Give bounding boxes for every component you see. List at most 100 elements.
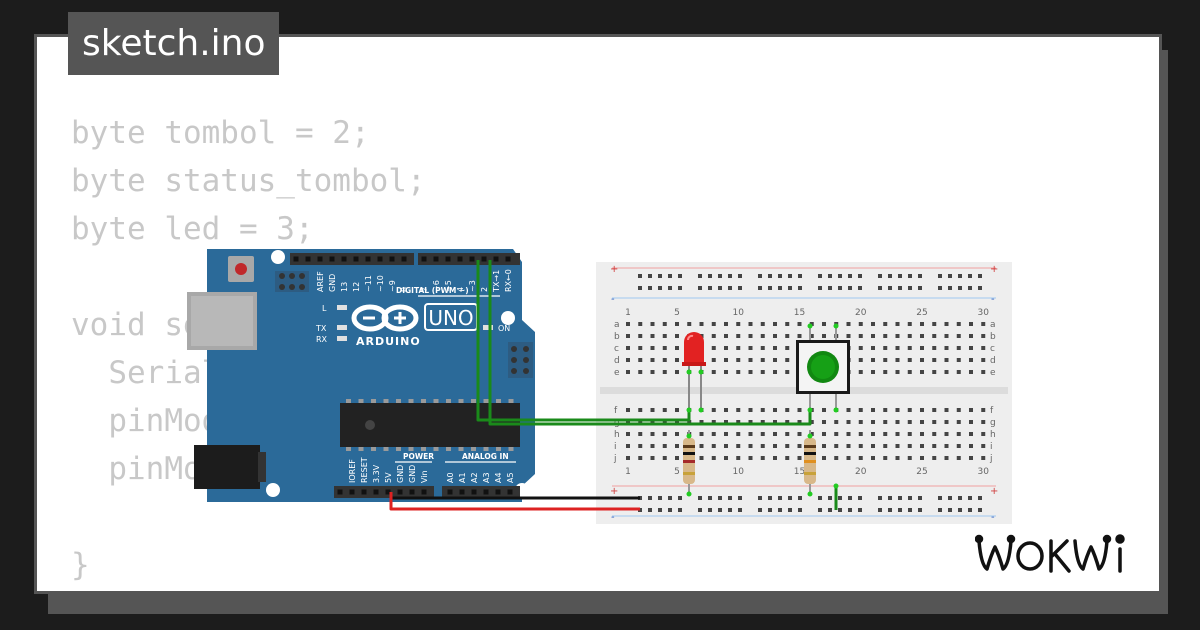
breadboard-hole[interactable] [760,456,765,460]
breadboard-hole[interactable] [871,346,875,350]
breadboard-hole[interactable] [662,322,667,326]
breadboard-hole[interactable] [638,456,643,460]
breadboard-hole[interactable] [773,456,777,460]
breadboard-hole[interactable] [822,432,826,436]
breadboard-hole[interactable] [981,432,986,436]
breadboard-hole[interactable] [748,322,753,326]
breadboard-hole[interactable] [773,334,777,338]
breadboard-hole[interactable] [675,358,679,362]
rail-hole[interactable] [858,508,862,512]
rail-hole[interactable] [678,496,682,500]
breadboard-hole[interactable] [785,322,790,326]
breadboard-hole[interactable] [956,370,961,374]
breadboard-hole[interactable] [773,444,777,448]
rail-hole[interactable] [738,274,742,278]
breadboard-hole[interactable] [858,444,863,448]
breadboard-hole[interactable] [809,420,814,424]
breadboard-hole[interactable] [662,346,667,350]
breadboard-hole[interactable] [675,456,679,460]
breadboard-hole[interactable] [699,456,704,460]
breadboard-hole[interactable] [638,346,643,350]
rail-hole[interactable] [918,274,922,278]
breadboard-hole[interactable] [871,358,875,362]
breadboard-hole[interactable] [981,358,986,362]
breadboard-hole[interactable] [736,322,741,326]
breadboard-hole[interactable] [626,420,630,424]
breadboard-hole[interactable] [944,420,949,424]
breadboard-hole[interactable] [981,420,986,424]
breadboard-hole[interactable] [748,334,753,338]
breadboard-hole[interactable] [944,370,949,374]
breadboard-hole[interactable] [724,456,728,460]
breadboard-hole[interactable] [797,456,802,460]
rail-hole[interactable] [828,508,832,512]
breadboard-hole[interactable] [736,456,741,460]
breadboard-hole[interactable] [675,420,679,424]
breadboard-hole[interactable] [760,322,765,326]
rail-hole[interactable] [838,274,842,278]
breadboard-hole[interactable] [650,408,655,412]
rail-hole[interactable] [948,508,952,512]
breadboard-hole[interactable] [944,322,949,326]
rail-hole[interactable] [798,496,802,500]
breadboard-hole[interactable] [736,408,741,412]
breadboard-hole[interactable] [871,432,875,436]
rail-hole[interactable] [638,286,642,290]
rail-hole[interactable] [778,274,782,278]
rail-hole[interactable] [788,508,792,512]
breadboard-hole[interactable] [699,432,704,436]
breadboard-hole[interactable] [724,420,728,424]
breadboard-hole[interactable] [944,444,949,448]
breadboard-hole[interactable] [883,456,888,460]
rail-hole[interactable] [668,286,672,290]
breadboard-hole[interactable] [969,432,973,436]
rail-hole[interactable] [698,286,702,290]
breadboard-hole[interactable] [736,370,741,374]
breadboard-hole[interactable] [871,322,875,326]
rail-hole[interactable] [978,286,982,290]
rail-hole[interactable] [938,286,942,290]
breadboard-hole[interactable] [907,322,912,326]
breadboard-hole[interactable] [736,334,741,338]
breadboard-hole[interactable] [956,432,961,436]
breadboard-hole[interactable] [711,346,716,350]
rail-hole[interactable] [858,496,862,500]
breadboard-hole[interactable] [785,346,790,350]
header-pin[interactable] [341,256,347,262]
breadboard-hole[interactable] [760,408,765,412]
rail-hole[interactable] [888,508,892,512]
breadboard-hole[interactable] [760,432,765,436]
rail-hole[interactable] [798,274,802,278]
header-pin[interactable] [459,489,465,495]
breadboard-hole[interactable] [858,334,863,338]
rail-hole[interactable] [678,286,682,290]
breadboard-hole[interactable] [846,456,851,460]
rail-hole[interactable] [758,496,762,500]
rail-hole[interactable] [728,508,732,512]
breadboard-hole[interactable] [846,322,851,326]
header-pin[interactable] [457,256,463,262]
breadboard-hole[interactable] [834,432,839,436]
breadboard-hole[interactable] [969,358,973,362]
breadboard-hole[interactable] [773,408,777,412]
breadboard-hole[interactable] [711,444,716,448]
rail-hole[interactable] [778,286,782,290]
header-pin[interactable] [409,489,415,495]
breadboard-hole[interactable] [626,346,630,350]
breadboard-hole[interactable] [858,420,863,424]
breadboard-hole[interactable] [736,358,741,362]
rail-hole[interactable] [718,508,722,512]
rail-hole[interactable] [878,508,882,512]
breadboard-hole[interactable] [724,358,728,362]
breadboard-hole[interactable] [858,456,863,460]
rail-hole[interactable] [978,508,982,512]
breadboard-hole[interactable] [895,322,900,326]
breadboard-hole[interactable] [883,322,888,326]
header-pin[interactable] [293,256,299,262]
breadboard-hole[interactable] [760,346,765,350]
header-pin[interactable] [481,256,487,262]
rail-hole[interactable] [968,496,972,500]
breadboard-hole[interactable] [650,334,655,338]
wire-5v[interactable] [389,492,640,511]
